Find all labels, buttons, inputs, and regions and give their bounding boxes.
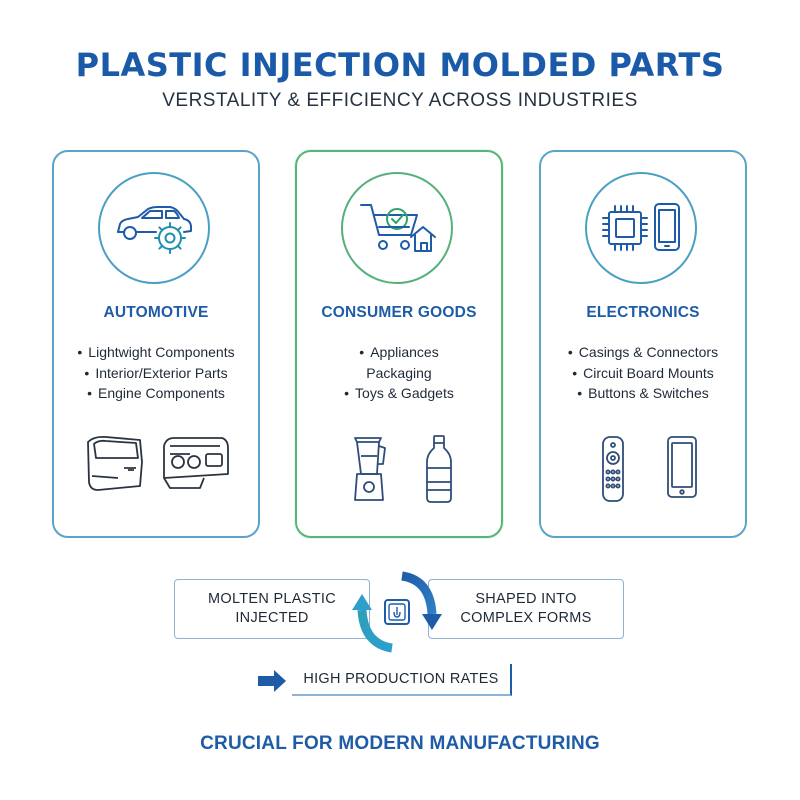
process-step-line: COMPLEX FORMS	[460, 610, 592, 626]
cycle-arrows-icon	[352, 571, 442, 653]
bullet-list: Lightwight Components Interior/Exterior …	[54, 342, 258, 404]
card-consumer-goods: CONSUMER GOODS Appliances Packaging Toys…	[295, 150, 503, 538]
bullet-list: Appliances Packaging Toys & Gadgets	[297, 342, 501, 404]
arrow-right-icon	[258, 670, 286, 692]
list-item: Interior/Exterior Parts	[54, 363, 258, 384]
process-step-injected: MOLTEN PLASTIC INJECTED	[174, 579, 370, 639]
list-item: Circuit Board Mounts	[541, 363, 745, 384]
dashboard-icon	[163, 437, 229, 489]
list-item: Toys & Gadgets	[297, 383, 501, 404]
card-title: AUTOMOTIVE	[103, 304, 209, 321]
list-item: Buttons & Switches	[541, 383, 745, 404]
list-item: Lightwight Components	[54, 342, 258, 363]
process-step-line: SHAPED INTO	[475, 591, 577, 607]
list-item: Engine Components	[54, 383, 258, 404]
list-item: Casings & Connectors	[541, 342, 745, 363]
smartphone-icon	[667, 436, 697, 498]
chip-phone-icon	[585, 172, 697, 284]
footer-tagline: CRUCIAL FOR MODERN MANUFACTURING	[200, 733, 600, 754]
car-door-icon	[87, 435, 143, 491]
list-item: Appliances	[297, 342, 501, 363]
list-item: Packaging	[366, 364, 432, 381]
page-subtitle: VERSTALITY & EFFICIENCY ACROSS INDUSTRIE…	[162, 90, 638, 111]
production-rate-banner: HIGH PRODUCTION RATES	[258, 664, 514, 698]
remote-control-icon	[602, 436, 624, 502]
cart-house-icon	[341, 172, 453, 284]
card-automotive: AUTOMOTIVE Lightwight Components Interio…	[52, 150, 260, 538]
process-step-shaped: SHAPED INTO COMPLEX FORMS	[428, 579, 624, 639]
bullet-list: Casings & Connectors Circuit Board Mount…	[541, 342, 745, 404]
card-title: CONSUMER GOODS	[321, 304, 477, 321]
blender-icon	[354, 437, 386, 501]
card-electronics: ELECTRONICS Casings & Connectors Circuit…	[539, 150, 747, 538]
rate-label: HIGH PRODUCTION RATES	[292, 664, 512, 696]
card-title: ELECTRONICS	[586, 304, 700, 321]
bottle-icon	[426, 435, 452, 503]
car-gear-icon	[98, 172, 210, 284]
process-step-line: MOLTEN PLASTIC	[207, 591, 336, 607]
process-step-line: INJECTED	[235, 610, 309, 626]
page-title: PLASTIC INJECTION MOLDED PARTS	[75, 46, 725, 84]
